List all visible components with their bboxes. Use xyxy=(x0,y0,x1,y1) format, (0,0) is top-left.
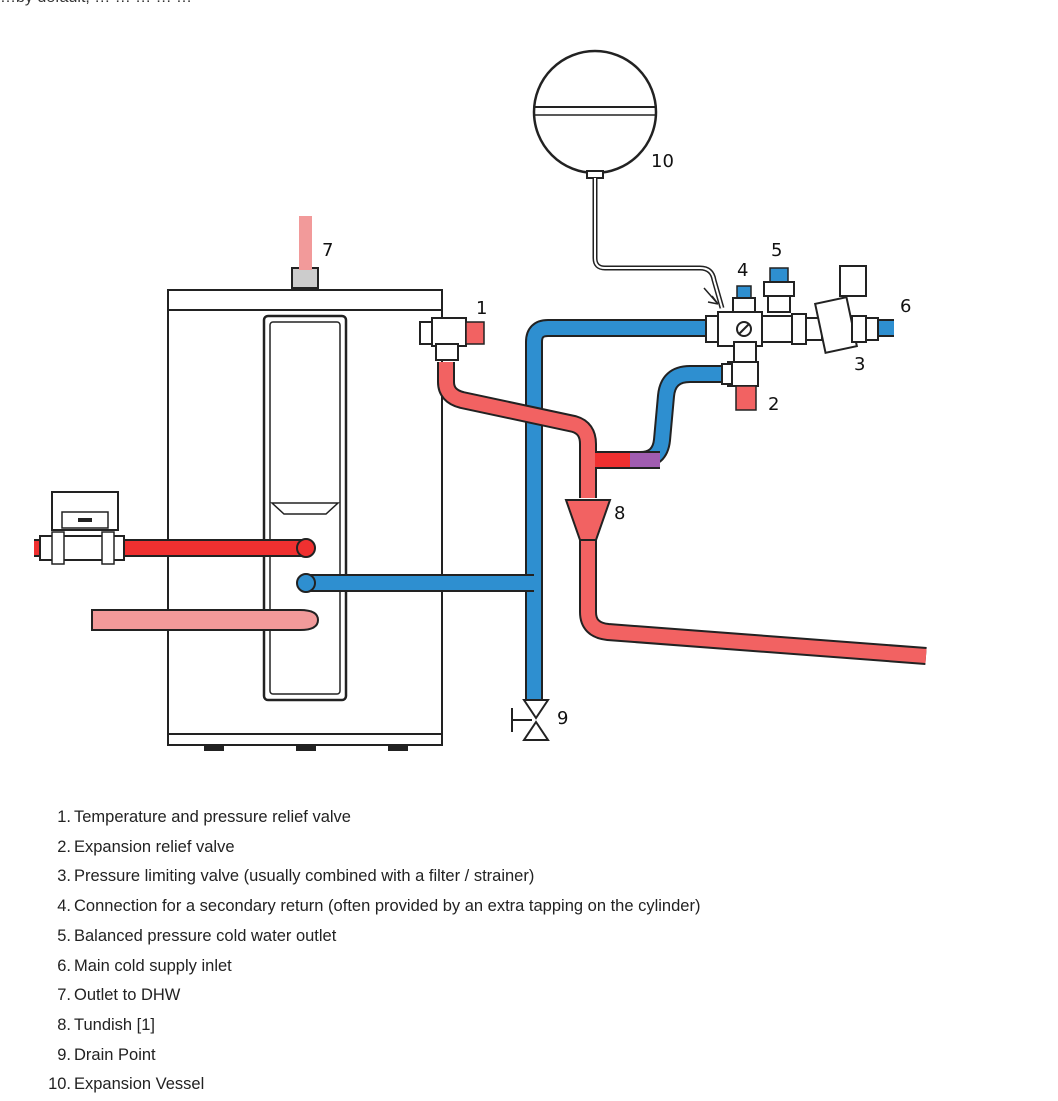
secondary-return-coil xyxy=(91,609,320,631)
callout-2: 2 xyxy=(768,394,779,415)
drain-valve xyxy=(511,699,550,741)
legend-item: 4.Connection for a secondary return (oft… xyxy=(57,897,701,916)
temperature-pressure-relief-valve xyxy=(419,317,485,361)
callout-7: 7 xyxy=(322,240,333,261)
legend-item: 3.Pressure limiting valve (usually combi… xyxy=(57,867,535,886)
callout-8: 8 xyxy=(614,503,625,524)
legend-item: 7.Outlet to DHW xyxy=(57,986,181,1005)
callout-5: 5 xyxy=(771,240,782,261)
unvented-cylinder-diagram: 1 2 3 4 5 6 7 8 9 10 xyxy=(34,49,927,751)
callout-4: 4 xyxy=(737,260,748,281)
legend-item: 10.Expansion Vessel xyxy=(48,1075,205,1094)
legend-item: 5.Balanced pressure cold water outlet xyxy=(57,926,337,945)
legend-item: 6.Main cold supply inlet xyxy=(57,956,232,975)
legend-item: 2.Expansion relief valve xyxy=(57,837,235,856)
callout-3: 3 xyxy=(854,354,865,375)
tundish xyxy=(564,499,612,541)
callout-labels: 1 2 3 4 5 6 7 8 9 10 xyxy=(322,151,911,729)
legend-item: 1.Temperature and pressure relief valve xyxy=(57,808,351,826)
page-header-cut-text: …by default, … … … … … xyxy=(0,0,1058,12)
callout-9: 9 xyxy=(557,708,568,729)
cold-water-pipework xyxy=(296,319,894,700)
component-legend: 1.Temperature and pressure relief valve … xyxy=(42,803,700,1100)
expansion-vessel xyxy=(532,49,725,309)
callout-10: 10 xyxy=(651,151,674,172)
callout-6: 6 xyxy=(900,296,911,317)
hot-water-cylinder xyxy=(167,216,443,751)
cold-inlet-control-group xyxy=(705,265,879,411)
legend-item: 8.Tundish [1] xyxy=(57,1015,156,1034)
motorised-zone-valve xyxy=(39,491,125,565)
callout-1: 1 xyxy=(476,298,487,319)
legend-item: 9.Drain Point xyxy=(57,1045,156,1064)
